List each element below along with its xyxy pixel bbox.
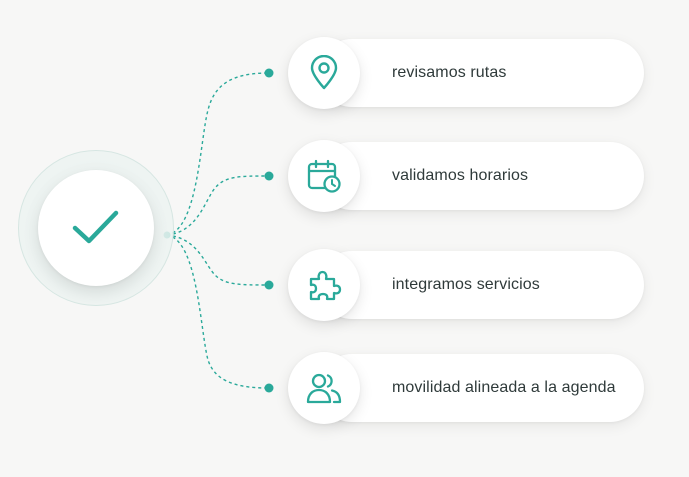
step-label: movilidad alineada a la agenda bbox=[392, 379, 616, 396]
connector-line-3 bbox=[166, 234, 269, 286]
puzzle-piece-icon bbox=[309, 270, 342, 301]
step-bar bbox=[318, 251, 644, 319]
step-label: revisamos rutas bbox=[392, 64, 507, 81]
step-bar bbox=[318, 39, 644, 107]
step-label: integramos servicios bbox=[392, 276, 540, 293]
step-bar bbox=[318, 142, 644, 210]
hub-circle bbox=[38, 170, 154, 286]
connector-line-1 bbox=[166, 72, 269, 236]
step-icon-circle bbox=[288, 37, 360, 109]
step-icon-circle bbox=[288, 140, 360, 212]
step-icon-circle bbox=[288, 249, 360, 321]
step-label: validamos horarios bbox=[392, 167, 529, 184]
location-pin-icon bbox=[310, 55, 338, 90]
step-bar bbox=[318, 354, 644, 422]
step-connector-dot-1 bbox=[264, 68, 274, 78]
step-connector-dot-3 bbox=[264, 280, 274, 290]
users-icon bbox=[306, 373, 342, 404]
step-icon-circle bbox=[288, 352, 360, 424]
check-icon bbox=[72, 210, 119, 244]
step-card-3: integramos servicios bbox=[288, 249, 644, 321]
connector-line-4 bbox=[166, 234, 269, 389]
step-card-1: revisamos rutas bbox=[288, 37, 644, 109]
step-connector-dot-2 bbox=[264, 171, 274, 181]
connector-line-2 bbox=[166, 175, 269, 236]
calendar-clock-icon bbox=[307, 159, 341, 193]
step-connector-dot-4 bbox=[264, 383, 274, 393]
step-card-4: movilidad alineada a la agenda bbox=[288, 352, 644, 424]
step-card-2: validamos horarios bbox=[288, 140, 644, 212]
